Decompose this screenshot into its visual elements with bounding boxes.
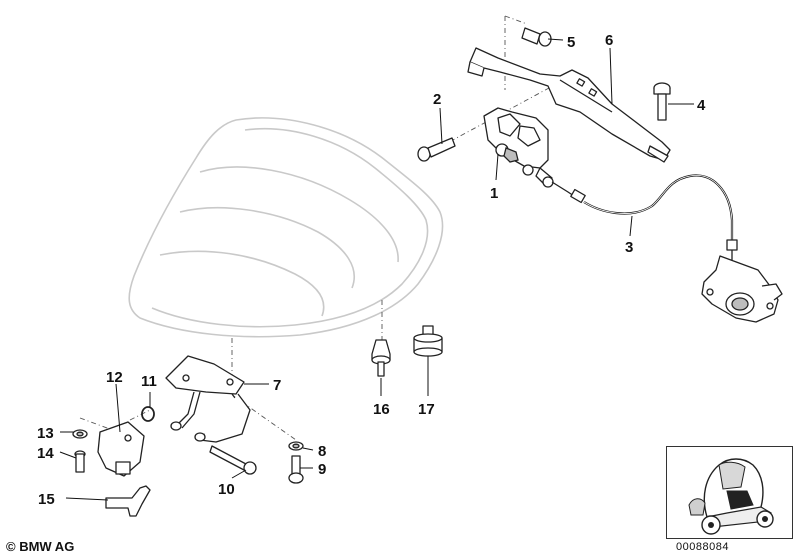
callout-7: 7 — [273, 377, 281, 394]
callout-3: 3 — [625, 239, 633, 256]
buffer-16 — [371, 339, 391, 377]
pin-bolt-10 — [209, 445, 257, 475]
bolt-4 — [653, 82, 671, 121]
release-cable — [542, 174, 783, 323]
callout-10: 10 — [218, 481, 235, 498]
callout-16: 16 — [373, 401, 390, 418]
callout-8: 8 — [318, 443, 326, 460]
bolt-2 — [417, 137, 456, 162]
diagram-reference-number: 00088084 — [676, 541, 729, 553]
buffer-17 — [413, 325, 443, 357]
callout-12: 12 — [106, 369, 123, 386]
callout-6: 6 — [605, 32, 613, 49]
retaining-ring — [141, 406, 155, 422]
callout-1: 1 — [490, 185, 498, 202]
callout-labels: 1 2 3 4 5 6 7 8 9 10 11 12 13 14 15 16 1… — [37, 32, 706, 508]
latch-mechanism — [483, 107, 553, 187]
callout-2: 2 — [433, 91, 441, 108]
seat-shell-outline — [128, 117, 444, 338]
callout-15: 15 — [38, 491, 55, 508]
callout-5: 5 — [567, 34, 575, 51]
screw-14 — [74, 450, 86, 473]
bolt-5 — [521, 27, 552, 47]
callout-11: 11 — [141, 373, 157, 390]
leader-lines — [59, 38, 694, 501]
hinge-bracket — [165, 355, 251, 443]
vehicle-location-thumbnail — [666, 446, 793, 539]
hinge-plate-12 — [97, 421, 145, 477]
washer-13 — [72, 429, 88, 439]
copyright-notice: © BMW AG — [6, 539, 75, 554]
callout-4: 4 — [697, 97, 706, 114]
scooter-icon — [688, 458, 774, 535]
callout-9: 9 — [318, 461, 326, 478]
callout-14: 14 — [37, 445, 54, 462]
bent-bracket-15 — [105, 485, 151, 517]
callout-13: 13 — [37, 425, 54, 442]
latch-carrier-bar — [467, 47, 671, 163]
washer-8 — [288, 441, 304, 451]
callout-17: 17 — [418, 401, 435, 418]
bolt-9 — [288, 455, 304, 484]
